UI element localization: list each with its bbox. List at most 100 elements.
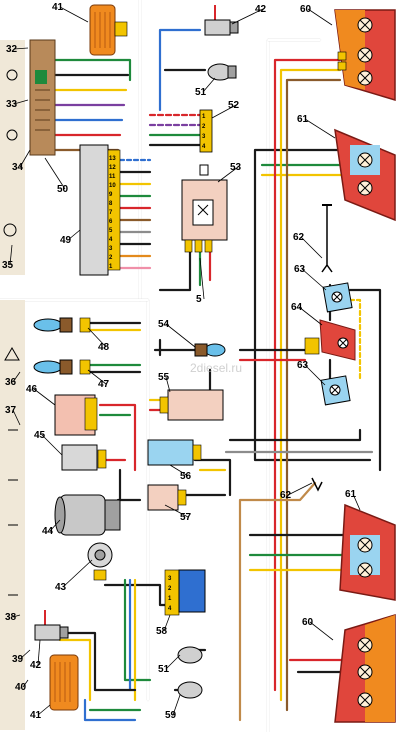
pins52-pin: 4 bbox=[202, 144, 206, 150]
connector-52 bbox=[199, 109, 213, 153]
watermark: 2diesel.ru bbox=[190, 361, 242, 375]
label-c62a: 62 bbox=[293, 232, 305, 243]
pins58-pin: 4 bbox=[168, 606, 172, 612]
leader-line-c41a bbox=[59, 6, 89, 23]
leader-line-c58 bbox=[163, 614, 171, 632]
label-c5: 5 bbox=[196, 294, 202, 305]
socket-42-top bbox=[204, 5, 239, 36]
leader-line-c41b bbox=[37, 704, 51, 716]
pins49-pin: 7 bbox=[109, 210, 113, 216]
label-c49: 49 bbox=[60, 235, 72, 246]
label-c41b: 41 bbox=[30, 710, 42, 721]
label-c37: 37 bbox=[5, 405, 17, 416]
lamp-64 bbox=[304, 319, 356, 361]
label-c53: 53 bbox=[230, 162, 242, 173]
label-c63a: 63 bbox=[294, 264, 306, 275]
label-c63b: 63 bbox=[297, 360, 309, 371]
unit-57 bbox=[147, 484, 187, 511]
leader-line-c64 bbox=[298, 306, 323, 326]
leader-line-c47 bbox=[87, 369, 107, 385]
leader-line-c36 bbox=[12, 371, 21, 383]
label-c35: 35 bbox=[2, 260, 14, 271]
pins49-pin: 13 bbox=[109, 156, 116, 162]
pins52-pin: 2 bbox=[202, 124, 206, 130]
lamp-41-bottom bbox=[49, 654, 79, 711]
pins58-pin: 3 bbox=[168, 576, 172, 582]
switch-55 bbox=[159, 389, 224, 421]
label-c59: 59 bbox=[165, 710, 177, 721]
rear-light-61-top bbox=[334, 128, 396, 222]
label-c45: 45 bbox=[34, 430, 46, 441]
socket-42-bottom bbox=[34, 610, 69, 641]
pins49-pin: 4 bbox=[109, 237, 113, 243]
rear-light-60-top bbox=[334, 9, 396, 102]
leader-line-c39 bbox=[19, 649, 31, 660]
socket-51-bottom bbox=[177, 646, 203, 664]
leader-line-c57 bbox=[164, 504, 189, 518]
label-c38: 38 bbox=[5, 612, 17, 623]
pins52-pin: 1 bbox=[202, 114, 206, 120]
leader-line-c52 bbox=[211, 104, 237, 119]
rear-light-61-bottom bbox=[339, 503, 396, 601]
leader-line-c33 bbox=[13, 99, 29, 105]
leader-line-c46 bbox=[33, 388, 56, 406]
label-c51a: 51 bbox=[195, 87, 207, 98]
pins49-pin: 9 bbox=[109, 192, 113, 198]
label-c43: 43 bbox=[55, 582, 67, 593]
leader-line-c32 bbox=[13, 47, 29, 50]
leader-line-c56 bbox=[169, 464, 189, 477]
switch-62-top bbox=[321, 204, 333, 273]
leader-line-c43 bbox=[62, 559, 93, 588]
rear-light-60-bottom bbox=[334, 613, 396, 723]
pins49-pin: 8 bbox=[109, 201, 113, 207]
leader-line-c34 bbox=[19, 149, 31, 168]
label-c48: 48 bbox=[98, 342, 110, 353]
relay-53 bbox=[181, 164, 228, 253]
label-c60a: 60 bbox=[300, 4, 312, 15]
leader-line-c49 bbox=[67, 229, 81, 241]
label-c46: 46 bbox=[26, 384, 38, 395]
pins49-pin: 11 bbox=[109, 174, 116, 180]
leader-line-c45 bbox=[41, 434, 63, 456]
leader-line-c51b bbox=[165, 654, 181, 670]
label-c64: 64 bbox=[291, 302, 303, 313]
leader-line-c40 bbox=[22, 679, 29, 688]
label-c61a: 61 bbox=[297, 114, 309, 125]
pins49-pin: 3 bbox=[109, 246, 113, 252]
label-c39: 39 bbox=[12, 654, 24, 665]
leader-line-c44 bbox=[49, 519, 61, 532]
leader-line-c37 bbox=[12, 409, 21, 426]
left-icon-column bbox=[0, 40, 25, 730]
lamp-63-bottom bbox=[320, 375, 351, 406]
motor-44 bbox=[54, 494, 121, 536]
leader-line-c60b bbox=[309, 621, 334, 641]
leader-line-c54 bbox=[165, 323, 196, 348]
label-c60b: 60 bbox=[302, 617, 314, 628]
leader-line-c48 bbox=[87, 327, 107, 348]
leader-line-c38 bbox=[12, 614, 21, 618]
label-c61b: 61 bbox=[345, 489, 357, 500]
socket-51-top bbox=[207, 63, 237, 81]
label-c50: 50 bbox=[57, 184, 69, 195]
label-c36: 36 bbox=[5, 377, 17, 388]
socket-59 bbox=[177, 681, 203, 699]
leader-line-c55 bbox=[165, 376, 171, 393]
leader-line-c63b bbox=[304, 364, 326, 386]
label-c40: 40 bbox=[15, 682, 27, 693]
leader-line-c62a bbox=[300, 236, 323, 259]
label-c57: 57 bbox=[180, 512, 192, 523]
label-c62b: 62 bbox=[280, 490, 292, 501]
leader-line-c35 bbox=[9, 244, 13, 266]
lamp-48 bbox=[33, 317, 91, 333]
label-c44: 44 bbox=[42, 526, 54, 537]
sensor-43 bbox=[87, 542, 113, 581]
pins49-pin: 5 bbox=[109, 228, 113, 234]
pins49-pin: 2 bbox=[109, 255, 113, 261]
leader-line-c42a bbox=[231, 8, 264, 25]
label-c54: 54 bbox=[158, 319, 170, 330]
label-c32: 32 bbox=[6, 44, 18, 55]
